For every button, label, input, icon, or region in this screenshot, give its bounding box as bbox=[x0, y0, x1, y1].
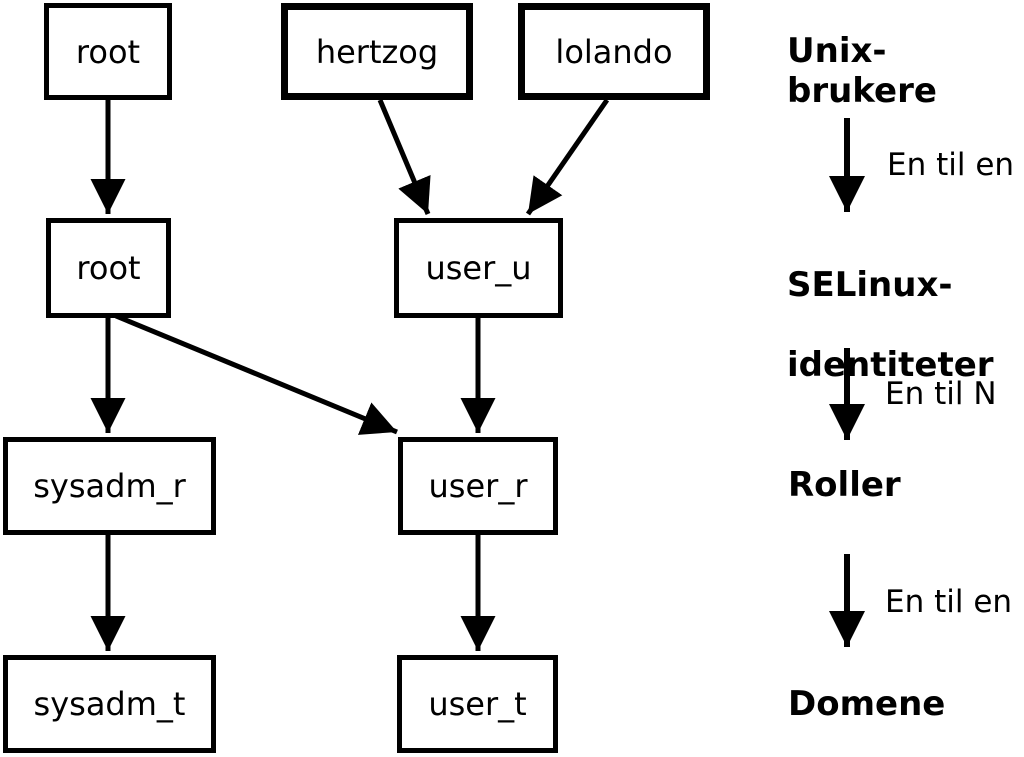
edge-lolando-to-useru bbox=[525, 98, 610, 216]
node-role-sysadm-r-label: sysadm_r bbox=[33, 467, 186, 505]
legend-selinux-line1: SELinux- bbox=[787, 265, 953, 305]
edge-selroot-to-userr bbox=[115, 313, 398, 435]
node-selinux-user-u-label: user_u bbox=[425, 249, 532, 287]
node-unix-lolando: lolando bbox=[518, 3, 710, 100]
node-unix-lolando-label: lolando bbox=[555, 32, 673, 71]
legend-roles-label: Roller bbox=[788, 465, 901, 505]
legend-one-to-one-label-2: En til en bbox=[885, 584, 1013, 620]
node-role-user-r-label: user_r bbox=[428, 467, 528, 505]
node-domain-user-t: user_t bbox=[397, 655, 558, 753]
legend-unix-users-label: Unix-brukere bbox=[787, 31, 937, 111]
node-role-sysadm-r: sysadm_r bbox=[3, 437, 216, 535]
edge-hertzog-to-useru bbox=[377, 99, 431, 215]
legend-one-to-n-label: En til N bbox=[885, 376, 997, 412]
node-domain-user-t-label: user_t bbox=[428, 685, 527, 723]
node-unix-hertzog-label: hertzog bbox=[315, 32, 439, 71]
node-selinux-root-label: root bbox=[76, 249, 141, 287]
node-unix-root-label: root bbox=[75, 32, 141, 71]
node-selinux-root: root bbox=[46, 218, 171, 318]
node-domain-sysadm-t-label: sysadm_t bbox=[33, 685, 186, 723]
legend-selinux-identities-label: SELinux- identiteter bbox=[787, 225, 994, 425]
legend-domains-label: Domene bbox=[788, 684, 946, 724]
node-domain-sysadm-t: sysadm_t bbox=[3, 655, 216, 753]
legend-one-to-one-label-1: En til en bbox=[887, 147, 1015, 183]
node-unix-root: root bbox=[44, 3, 172, 100]
legend-selinux-line2: identiteter bbox=[787, 345, 994, 385]
node-role-user-r: user_r bbox=[398, 437, 558, 535]
node-unix-hertzog: hertzog bbox=[281, 3, 473, 100]
node-selinux-user-u: user_u bbox=[394, 218, 563, 318]
